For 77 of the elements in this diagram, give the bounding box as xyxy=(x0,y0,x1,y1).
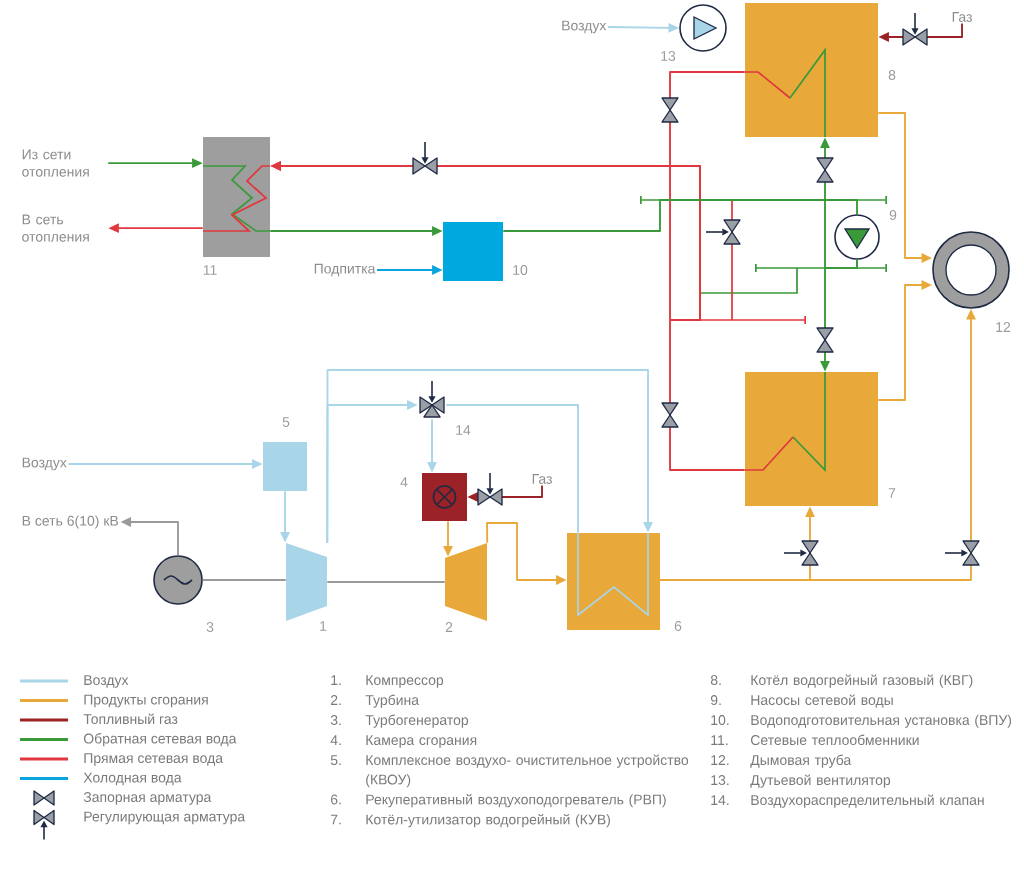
list-item-text: Сетевые теплообменники xyxy=(751,734,919,746)
heat-exchanger xyxy=(202,137,271,257)
list-number: 12. xyxy=(711,755,729,765)
compressor-symbol xyxy=(286,543,327,621)
list-item-text: Котёл-утилизатор водогрейный (КУВ) xyxy=(366,813,610,828)
list-number: 4. xyxy=(330,735,341,745)
callout-number: 3 xyxy=(206,622,214,632)
recuperator-box xyxy=(567,532,660,630)
flow-label: Из сети отопления xyxy=(22,149,89,177)
boiler-box xyxy=(744,3,878,138)
list-item-text: Рекуперативный воздухоподогреватель (РВП) xyxy=(366,793,666,808)
list-number: 5. xyxy=(330,755,341,766)
pipe xyxy=(326,581,446,583)
air-filter-box xyxy=(263,442,307,491)
flow-label: Воздух xyxy=(22,457,67,471)
legend-text: Воздух xyxy=(84,675,129,688)
list-number: 9. xyxy=(710,695,721,706)
list-number: 14. xyxy=(711,795,729,805)
pipe-arrow xyxy=(326,369,653,544)
list-item-text: Компрессор xyxy=(366,675,444,688)
list-item-text: Водоподготовительная установка (ВПУ) xyxy=(751,714,1012,728)
callout-number: 14 xyxy=(456,425,471,435)
list-number: 6. xyxy=(331,794,341,805)
list-item-text: Воздухораспределительный клапан xyxy=(751,794,984,808)
callout-number: 7 xyxy=(888,488,896,498)
callout-number: 12 xyxy=(996,322,1011,332)
list-number: 8. xyxy=(710,675,721,686)
legend-text: Обратная сетевая вода xyxy=(83,733,237,747)
water-treatment-box xyxy=(443,222,503,281)
legend-text: Прямая сетевая вода xyxy=(84,753,224,766)
list-number: 13. xyxy=(711,775,729,786)
flow-label: Газ xyxy=(952,12,972,22)
list-item-text: Дымовая труба xyxy=(750,754,852,768)
list-number: 2. xyxy=(331,695,341,705)
callout-number: 9 xyxy=(889,210,897,220)
callout-number: 1 xyxy=(320,621,327,631)
callout-number: 4 xyxy=(400,477,408,487)
callout-number: 2 xyxy=(445,622,453,632)
list-item-text: Комплексное воздухо- очистительное устройство (КВОУ) xyxy=(366,754,689,788)
list-number: 10. xyxy=(711,715,729,726)
combustion-chamber xyxy=(422,473,467,521)
flow-label: В сеть отопления xyxy=(22,214,89,242)
list-item-text: Турбогенератор xyxy=(365,714,469,728)
list-item-text: Камера сгорания xyxy=(366,735,477,748)
fan-symbol xyxy=(679,4,727,52)
callout-number: 11 xyxy=(203,265,217,275)
legend-text: Запорная арматура xyxy=(83,792,212,805)
legend-text: Продукты сгорания xyxy=(84,694,208,708)
distribution-valve xyxy=(419,380,445,418)
flow-label: Воздух xyxy=(562,20,607,34)
list-number: 1. xyxy=(331,675,341,685)
list-number: 11. xyxy=(711,735,728,745)
legend-text: Регулирующая арматура xyxy=(84,811,246,825)
list-item-text: Турбина xyxy=(365,694,420,708)
callout-number: 13 xyxy=(661,51,676,61)
flow-label: Подпитка xyxy=(314,263,376,277)
flow-label: Газ xyxy=(532,474,552,484)
callout-number: 5 xyxy=(282,417,290,427)
callout-number: 10 xyxy=(513,265,528,275)
callout-number: 8 xyxy=(888,70,896,80)
list-number: 3. xyxy=(330,715,341,726)
pump-symbol xyxy=(834,214,880,260)
flow-label: В сеть 6(10) кВ xyxy=(22,515,119,529)
list-item-text: Насосы сетевой воды xyxy=(751,694,893,708)
pipe xyxy=(502,199,858,232)
legend-text: Холодная вода xyxy=(83,772,182,786)
pipe xyxy=(201,579,287,581)
turbine-symbol xyxy=(445,543,487,621)
boiler-box xyxy=(744,371,878,506)
list-number: 7. xyxy=(331,814,341,825)
pipe xyxy=(445,404,579,534)
list-item-text: Дутьевой вентилятор xyxy=(750,774,891,788)
legend-text: Топливный газ xyxy=(83,713,178,725)
chimney-symbol xyxy=(932,231,1010,309)
callout-number: 6 xyxy=(674,621,682,631)
list-item-text: Котёл водогрейный газовый (КВГ) xyxy=(751,674,973,688)
generator-symbol xyxy=(153,555,203,605)
